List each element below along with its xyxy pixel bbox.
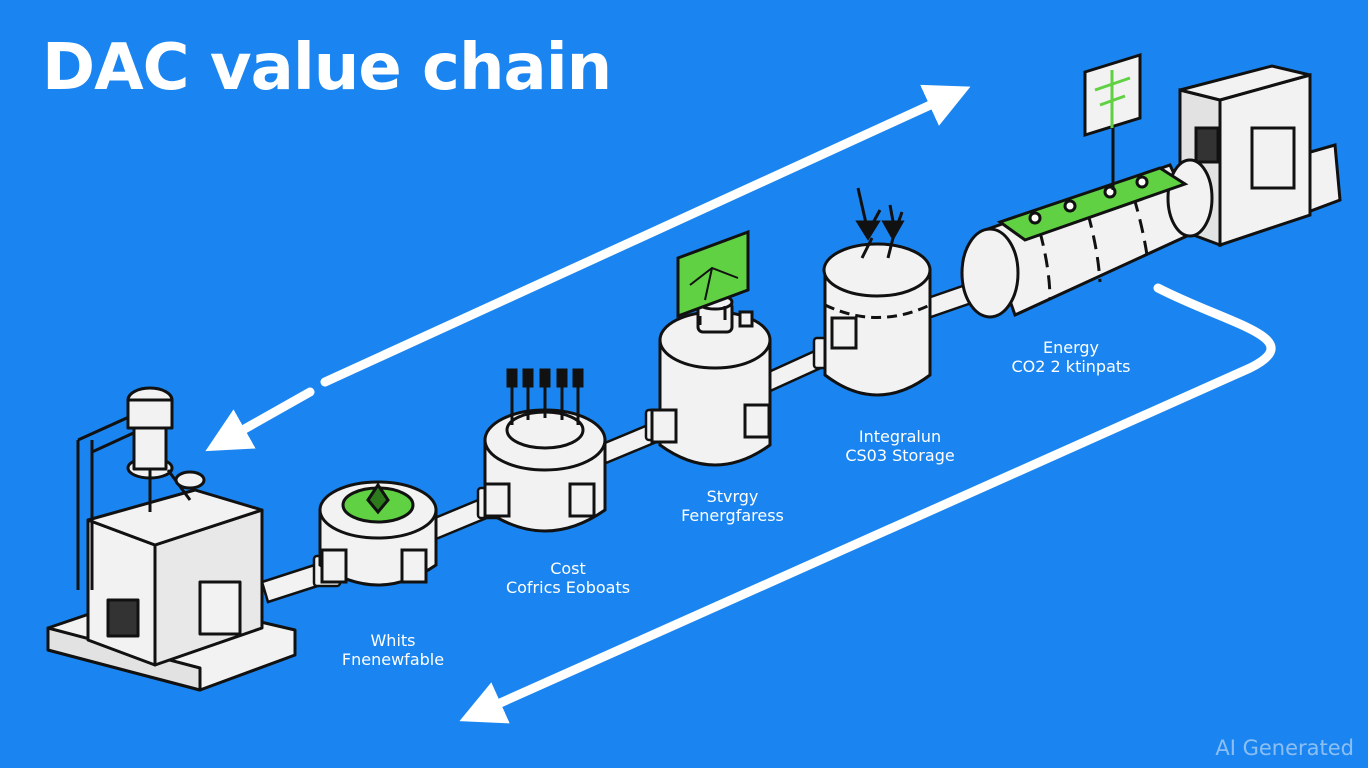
return-arrow (459, 283, 1276, 724)
label-stage-5-line-1: Energy (1042, 338, 1099, 357)
label-stage-3: Stvrgy Fenergfaress (650, 487, 815, 525)
label-stage-5-line-2: CO2 2 ktinpats (1011, 357, 1131, 376)
ai-generated-watermark: AI Generated (1215, 736, 1354, 760)
label-stage-3-line-2: Fenergfaress (681, 506, 784, 525)
label-stage-5: Energy CO2 2 ktinpats (996, 338, 1146, 376)
label-stage-4: Integralun CS03 Storage (825, 427, 975, 465)
stage-3-vessel (650, 229, 772, 467)
top-arrow-up-right (320, 84, 971, 387)
air-contactor-unit (46, 386, 297, 692)
label-stage-1-line-2: Fnenewfable (341, 650, 445, 669)
stage-5-tank (960, 52, 1342, 319)
stage-4-vessel (822, 187, 932, 397)
top-arrow-down-left (205, 387, 315, 452)
label-stage-4-line-1: Integralun (858, 427, 942, 446)
label-stage-1: Whits Fnenewfable (318, 631, 468, 669)
label-stage-2-line-2: Cofrics Eoboats (505, 578, 631, 597)
label-stage-2-line-1: Cost (550, 559, 586, 578)
label-stage-2: Cost Cofrics Eoboats (488, 559, 648, 597)
label-stage-1-line-1: Whits (370, 631, 416, 650)
stage-1-vessel (318, 480, 438, 587)
diagram-title: DAC value chain (42, 31, 612, 105)
stage-2-vessel (483, 368, 607, 533)
flow-arrows (205, 84, 1276, 724)
label-stage-4-line-2: CS03 Storage (845, 446, 955, 465)
label-stage-3-line-1: Stvrgy (706, 487, 759, 506)
